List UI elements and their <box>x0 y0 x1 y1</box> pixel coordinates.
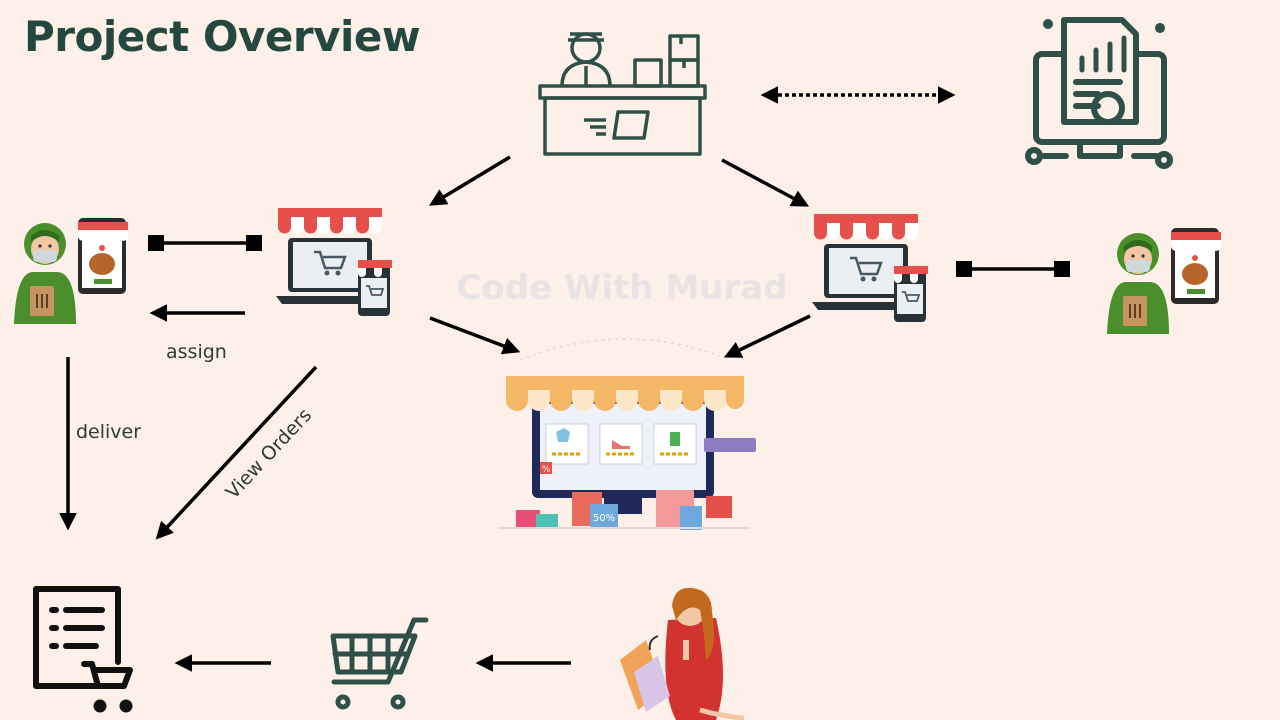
connectors <box>59 86 1062 672</box>
deliver-label: deliver <box>76 421 141 443</box>
shopping-cart-icon <box>330 617 429 710</box>
delivery-rider-left-icon <box>13 217 129 325</box>
marketplace-storefront-icon: % 50% <box>498 338 756 530</box>
warehouse-to-right-shop-arrow <box>721 158 810 207</box>
delivery-rider-right-icon <box>1106 227 1222 335</box>
view-orders-arrow <box>155 365 318 540</box>
vendor-shop-right-icon <box>810 212 930 324</box>
warehouse-to-left-shop-arrow <box>429 155 511 206</box>
customer-shopper-icon <box>620 587 745 720</box>
percent-badge: % <box>542 465 551 475</box>
page-title: Project Overview <box>24 12 421 61</box>
vendor-shop-left-icon <box>274 206 394 318</box>
right-shop-to-market-arrow <box>723 314 811 358</box>
assign-label: assign <box>166 341 227 363</box>
left-shop-to-market-arrow <box>429 316 521 355</box>
warehouse-seller-icon <box>538 32 707 156</box>
watermark: Code With Murad <box>456 268 787 308</box>
finance-report-monitor-icon <box>1025 17 1173 169</box>
discount-badge: 50% <box>593 513 615 524</box>
order-list-icon <box>33 586 133 713</box>
link-endpoints <box>148 235 1070 277</box>
